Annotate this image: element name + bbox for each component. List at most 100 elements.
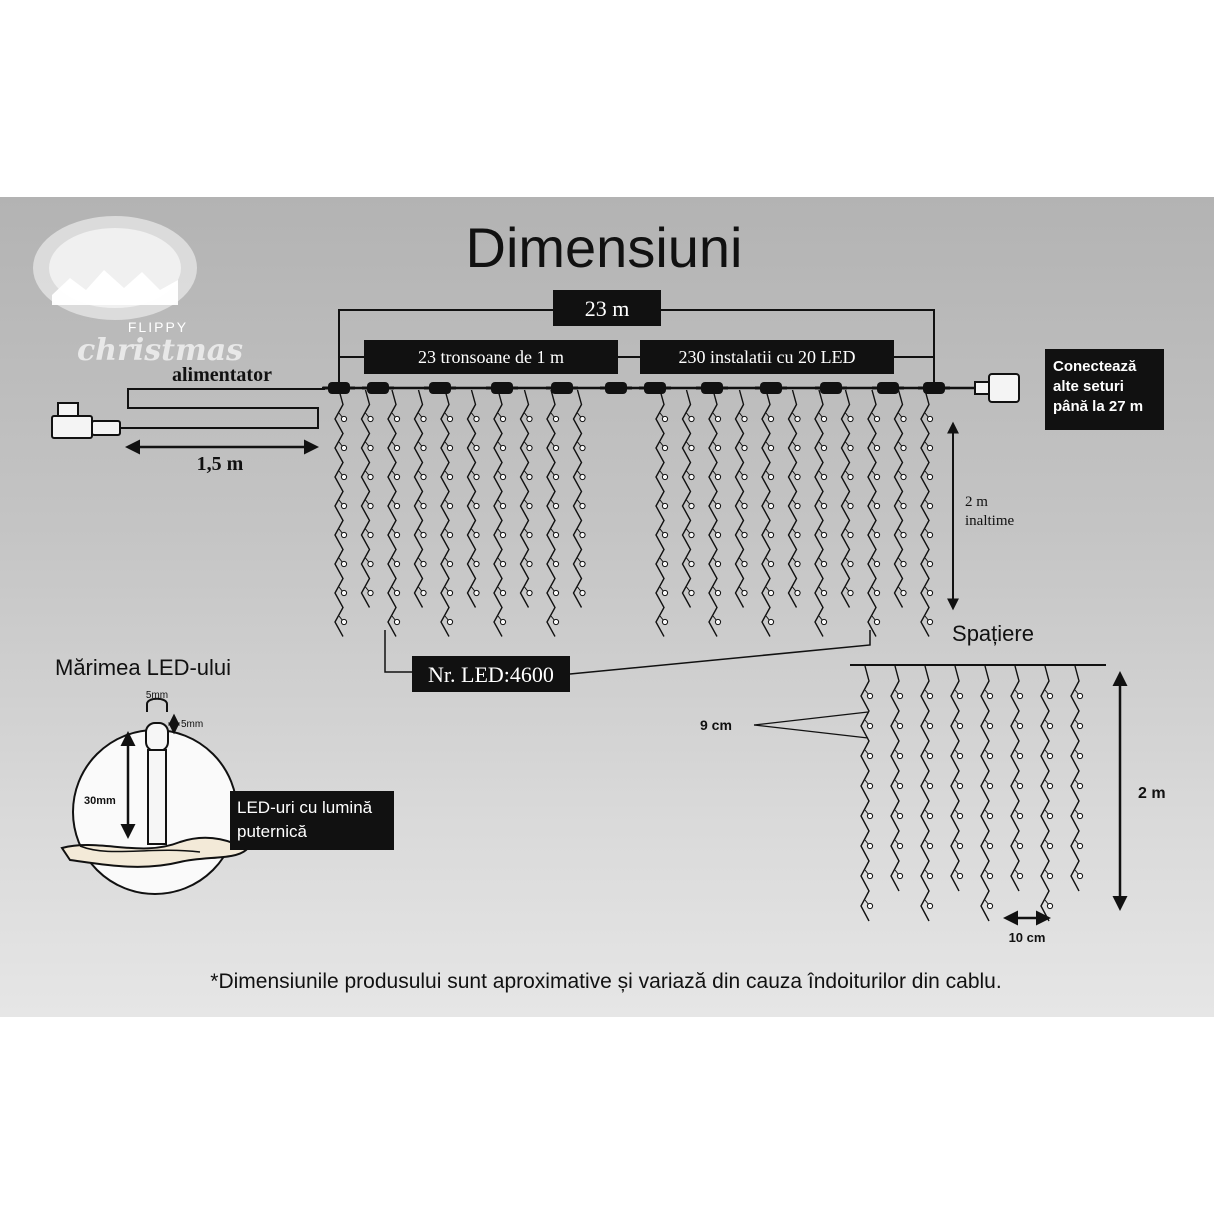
led-bulb (956, 842, 964, 850)
led-bulb (1076, 722, 1084, 730)
led-bulb (926, 752, 934, 760)
height-indicator: 2 m inaltime (947, 421, 1014, 611)
led-bulb (794, 415, 801, 423)
led-bulb (367, 589, 374, 597)
led-note-line2: puternică (237, 822, 307, 841)
led-bulb (340, 415, 348, 423)
installations-label: 230 instalatii cu 20 LED (679, 347, 856, 367)
led-size-detail: Mărimea LED-ului 5mm 5mm 30mm LED-uri cu… (55, 655, 394, 895)
led-bulb (499, 560, 507, 568)
led-bulb (1016, 782, 1024, 790)
led-bulb (794, 473, 801, 481)
led-bulb (794, 502, 801, 510)
led-bulb (741, 473, 748, 481)
led-bulb (1076, 752, 1084, 760)
led-bulb (1016, 842, 1024, 850)
led-strand (440, 389, 450, 637)
led-bulb (1046, 722, 1054, 730)
led-strand (860, 665, 870, 922)
led-bulb (446, 502, 454, 510)
led-bulb (714, 618, 722, 626)
led-bulb (1046, 902, 1054, 910)
led-bulb (340, 473, 348, 481)
led-bulb (896, 752, 904, 760)
led-bulb (820, 473, 828, 481)
led-bulb (420, 560, 427, 568)
led-bulb (661, 589, 669, 597)
led-bulb (446, 589, 454, 597)
led-bulb (340, 618, 348, 626)
connectors (323, 382, 950, 394)
led-bulb (420, 415, 427, 423)
led-bulb (986, 842, 994, 850)
led-bulb (367, 502, 374, 510)
led-bulb (1076, 782, 1084, 790)
led-bulb (661, 560, 669, 568)
cable-length-label: 1,5 m (197, 453, 244, 475)
led-bulb (552, 531, 560, 539)
led-bulb (579, 531, 586, 539)
led-bulb (661, 618, 669, 626)
led-bulb (986, 812, 994, 820)
led-bulb (499, 473, 507, 481)
led-bulb (552, 502, 560, 510)
led-bulb (1046, 842, 1054, 850)
led-bulb (367, 473, 374, 481)
led-bulb (926, 782, 934, 790)
led-bulb (866, 812, 874, 820)
led-bulb (420, 589, 427, 597)
led-bulb (473, 473, 480, 481)
connect-line3: până la 27 m (1053, 398, 1143, 415)
led-strands (334, 389, 934, 637)
led-strand (387, 389, 397, 637)
led-note-line1: LED-uri cu lumină (237, 798, 373, 817)
led-bulb (526, 444, 533, 452)
led-bulb (926, 444, 934, 452)
led-bulb (741, 415, 748, 423)
led-bulb (986, 692, 994, 700)
led-bulb (446, 560, 454, 568)
led-bulb (866, 782, 874, 790)
led-bulb (820, 618, 828, 626)
led-bulb (1046, 812, 1054, 820)
led-bulb (986, 782, 994, 790)
connect-line2: alte seturi (1053, 378, 1124, 395)
led-bulb (340, 589, 348, 597)
led-bulb (741, 502, 748, 510)
led-bulb (526, 502, 533, 510)
led-bulb (473, 444, 480, 452)
logo-line2: christmas (77, 333, 243, 368)
led-bulb (1016, 872, 1024, 880)
spacing-strands (860, 665, 1084, 922)
led-bulb (499, 531, 507, 539)
led-bulb (741, 444, 748, 452)
led-strand (360, 389, 371, 608)
led-bulb (866, 722, 874, 730)
led-strand (519, 389, 530, 608)
led-bulb (473, 502, 480, 510)
led-bulb (741, 531, 748, 539)
led-bulb (1046, 752, 1054, 760)
led-bulb (499, 618, 507, 626)
led-bulb (499, 589, 507, 597)
led-bulb (794, 560, 801, 568)
led-bulb (526, 531, 533, 539)
connect-line1: Conectează (1053, 358, 1137, 375)
led-strand (950, 665, 960, 892)
led-size-title: Mărimea LED-ului (55, 655, 231, 680)
total-length-bracket: 23 m (338, 290, 935, 385)
led-bulb (420, 444, 427, 452)
led-bulb (714, 531, 722, 539)
led-strand (814, 389, 824, 637)
spacing-title: Spațiere (952, 621, 1034, 646)
led-bulb (767, 502, 775, 510)
led-bulb (499, 444, 507, 452)
led-bulb (926, 902, 934, 910)
led-bulb (794, 531, 801, 539)
led-bulb (866, 692, 874, 700)
led-bulb (847, 502, 854, 510)
led-bulb (661, 415, 669, 423)
led-bulb (820, 560, 828, 568)
led-strand (493, 389, 503, 637)
